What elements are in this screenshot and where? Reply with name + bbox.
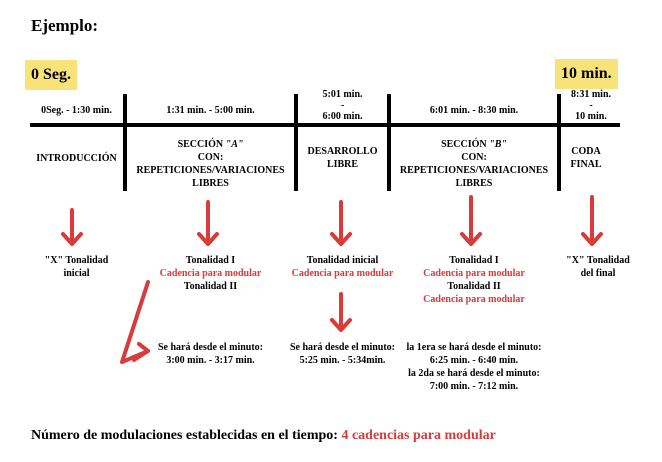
cadence-label: Cadencia para modular <box>423 268 525 279</box>
segment-result: Tonalidad inicial Cadencia para modular <box>282 254 403 280</box>
section-line: CON: <box>197 152 224 163</box>
segment-time: 5:01 min. - 6:00 min. <box>298 89 387 122</box>
segment-note: la 1era se hará desde el minuto: 6:25 mi… <box>391 341 557 393</box>
segment-section: DESARROLLO LIBRE <box>298 145 387 171</box>
segment-note: Se hará desde el minuto: 3:00 min. - 3:1… <box>127 341 294 367</box>
cadence-label: Cadencia para modular <box>423 294 525 305</box>
timeline-divider <box>294 94 298 191</box>
segment-result: Tonalidad I Cadencia para modular Tonali… <box>391 254 557 306</box>
section-title: SECCIÓN "A" <box>127 138 294 151</box>
summary-value: 4 cadencias para modular <box>341 428 496 443</box>
section-line: LIBRES <box>192 178 229 189</box>
segment-time: 1:31 min. - 5:00 min. <box>166 105 255 116</box>
segment-time: 6:01 min. - 8:30 min. <box>429 105 519 116</box>
section-line: FINAL <box>570 159 602 170</box>
section-line: LIBRE <box>326 159 359 170</box>
section-line: CODA <box>571 146 601 157</box>
segment-time: 0Seg. - 1:30 min. <box>41 105 112 116</box>
time-line: 10 min. <box>575 111 607 122</box>
note-line: 7:00 min. - 7:12 min. <box>429 381 519 392</box>
down-arrow-icon <box>330 200 352 246</box>
cadence-label: Cadencia para modular <box>291 268 394 279</box>
section-line: DESARROLLO <box>307 146 378 157</box>
segment-section: INTRODUCCIÓN <box>36 153 117 164</box>
note-line: Se hará desde el minuto: <box>290 342 395 353</box>
segment-note: Se hará desde el minuto: 5:25 min. - 5:3… <box>282 341 403 367</box>
result-line: Tonalidad inicial <box>306 255 379 266</box>
note-line: la 1era se hará desde el minuto: <box>406 342 542 353</box>
down-arrow-icon <box>197 200 219 246</box>
section-prefix: SECCIÓN <box>441 139 490 150</box>
time-line: 6:00 min. <box>322 111 363 122</box>
segment-result: "X" Tonalidad del final <box>556 254 640 280</box>
time-line: - <box>340 100 345 111</box>
result-line: "X" Tonalidad <box>566 255 630 266</box>
result-line: inicial <box>63 268 90 279</box>
result-line: "X" Tonalidad <box>44 255 109 266</box>
summary: Número de modulaciones establecidas en e… <box>31 427 496 445</box>
timeline-axis <box>30 123 620 127</box>
down-arrow-icon <box>581 195 603 246</box>
time-line: 5:01 min. <box>322 89 363 100</box>
note-line: 3:00 min. - 3:17 min. <box>166 355 255 366</box>
note-line: 6:25 min. - 6:40 min. <box>429 355 519 366</box>
section-prefix: SECCIÓN <box>177 139 226 150</box>
result-line: Tonalidad I <box>185 255 236 266</box>
section-line: REPETICIONES/VARIACIONES <box>399 165 549 176</box>
section-letter: "B" <box>489 139 507 150</box>
section-line: LIBRES <box>455 178 493 189</box>
segment-section: CODA FINAL <box>561 145 611 171</box>
time-line: 8:31 min. <box>571 89 611 100</box>
result-line: Tonalidad II <box>447 281 501 292</box>
result-line: del final <box>580 268 616 279</box>
down-arrow-icon <box>61 208 83 246</box>
bent-arrow-icon <box>120 280 150 364</box>
down-arrow-icon <box>330 292 352 332</box>
segment-result: "X" Tonalidad inicial <box>30 254 123 280</box>
note-line: la 2da se hará desde el minuto: <box>408 368 540 379</box>
segment-section: SECCIÓN "A" CON: REPETICIONES/VARIACIONE… <box>127 138 294 190</box>
start-time-tag: 0 Seg. <box>25 60 77 90</box>
summary-label: Número de modulaciones establecidas en e… <box>31 428 342 443</box>
end-time-tag: 10 min. <box>555 59 618 89</box>
segment-section: SECCIÓN "B" CON: REPETICIONES/VARIACIONE… <box>391 138 557 190</box>
down-arrow-icon <box>460 195 482 246</box>
segment-time: 8:31 min. - 10 min. <box>561 89 621 122</box>
note-line: Se hará desde el minuto: <box>158 342 263 353</box>
timeline-divider <box>387 94 391 191</box>
result-line: Tonalidad I <box>449 255 499 266</box>
section-title: SECCIÓN "B" <box>391 138 557 151</box>
timeline-divider <box>123 94 127 191</box>
segment-result: Tonalidad I Cadencia para modular Tonali… <box>127 254 294 293</box>
result-line: Tonalidad II <box>183 281 238 292</box>
timeline-divider <box>557 94 561 191</box>
cadence-label: Cadencia para modular <box>159 268 262 279</box>
section-letter: "A" <box>225 139 244 150</box>
note-line: 5:25 min. - 5:34min. <box>299 355 386 366</box>
time-line: - <box>589 100 593 111</box>
section-line: CON: <box>461 152 487 163</box>
page-title: Ejemplo: <box>31 16 99 35</box>
section-line: REPETICIONES/VARIACIONES <box>136 165 285 176</box>
